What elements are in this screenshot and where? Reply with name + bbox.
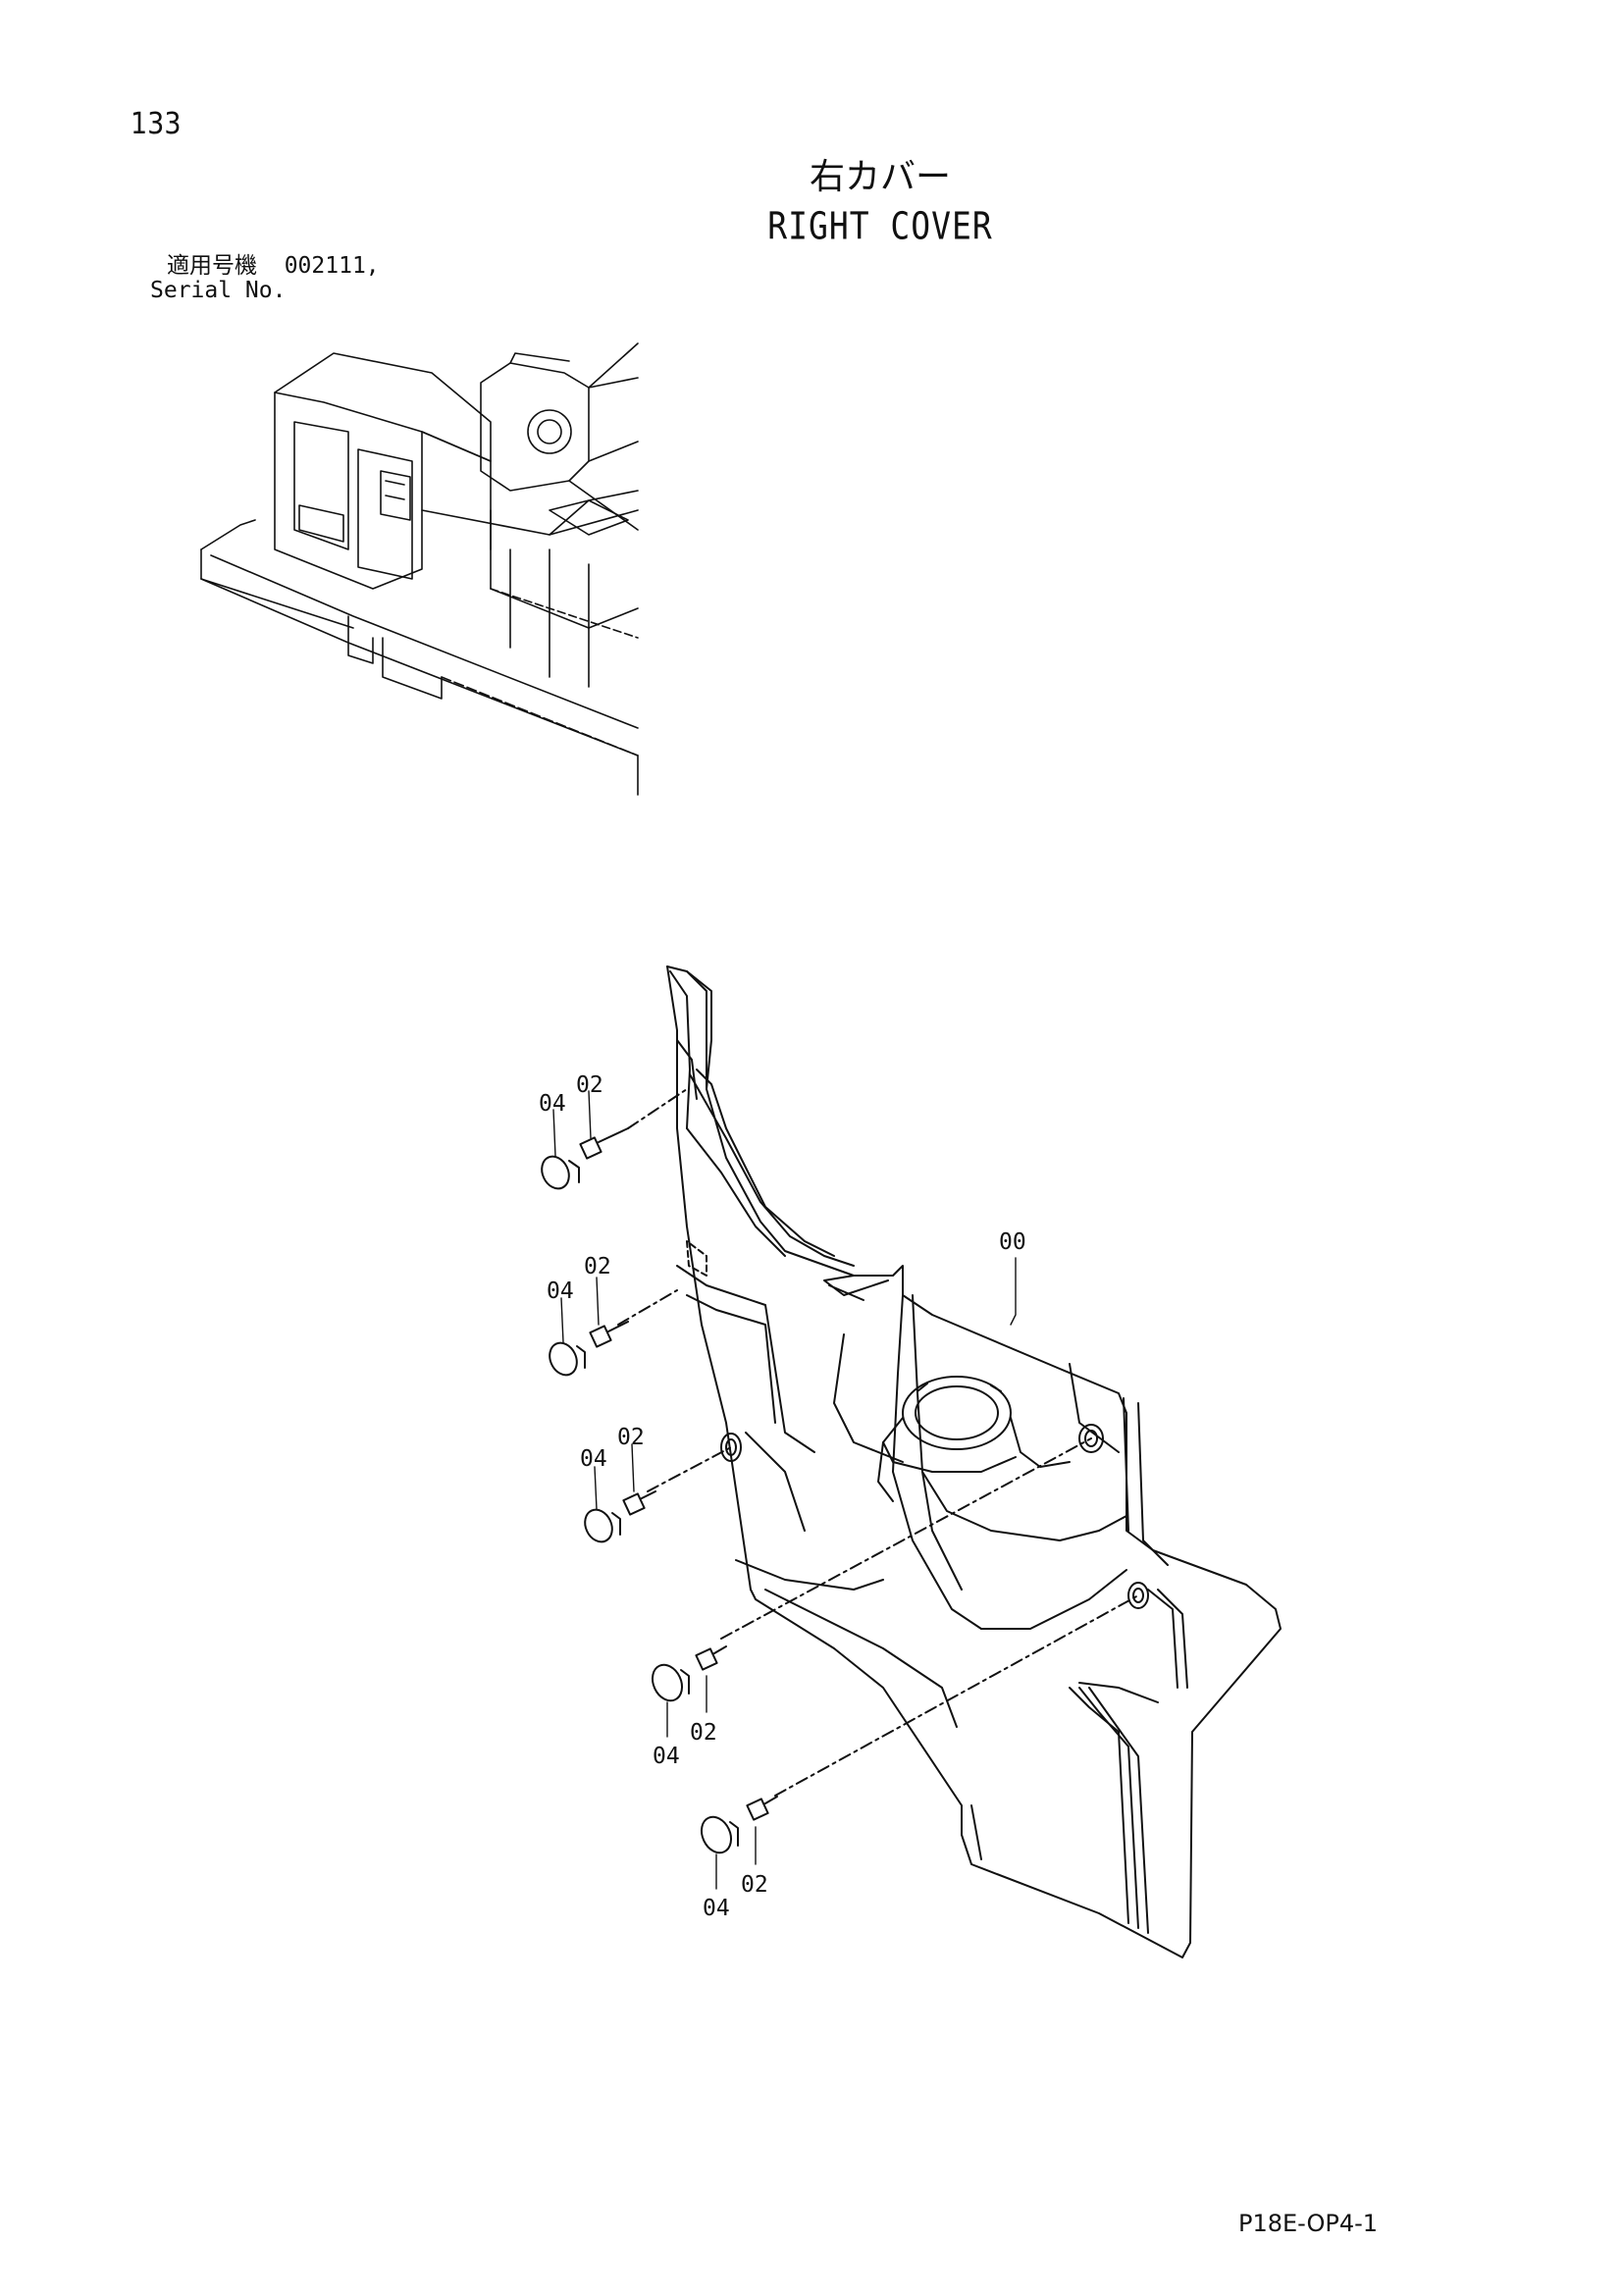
fastener-set-2 xyxy=(549,1289,678,1377)
drawing-code: P18E-OP4-1 xyxy=(1238,2210,1379,2237)
serial-value: 002111, xyxy=(284,253,380,279)
callout-04: 04 xyxy=(703,1896,730,1921)
bolt-icon xyxy=(589,1321,629,1348)
leader-lines xyxy=(552,1090,1017,1510)
serial-label-english: Serial No. xyxy=(150,278,287,303)
callout-02: 02 xyxy=(617,1425,645,1450)
fastener-set-1 xyxy=(541,1088,688,1190)
callout-00: 00 xyxy=(999,1229,1026,1255)
bolt-icon xyxy=(579,1127,629,1160)
callout-04: 04 xyxy=(539,1091,566,1117)
callout-02: 02 xyxy=(741,1872,768,1898)
callout-02: 02 xyxy=(576,1072,603,1098)
callout-02: 02 xyxy=(690,1720,717,1746)
fastener-set-3 xyxy=(584,1446,732,1543)
right-cover-part xyxy=(666,965,1282,1958)
title-japanese: 右カバー xyxy=(809,157,951,197)
machine-location-sketch xyxy=(200,342,639,796)
callout-02: 02 xyxy=(584,1254,611,1279)
page-number: 133 xyxy=(131,107,182,141)
serial-line: 適用号機 002111, xyxy=(167,255,380,278)
callout-04: 04 xyxy=(653,1744,680,1769)
bolt-icon xyxy=(746,1796,778,1821)
bolt-icon xyxy=(622,1490,656,1516)
fastener-set-5 xyxy=(700,1594,1139,1890)
bolt-icon xyxy=(695,1645,727,1671)
serial-label-japanese: 適用号機 xyxy=(167,253,257,279)
callout-labels: 04 02 04 02 04 02 00 04 02 04 02 xyxy=(539,1072,1026,1921)
fastener-set-4 xyxy=(651,1437,1092,1738)
callout-04: 04 xyxy=(547,1278,574,1304)
title-english: RIGHT COVER xyxy=(767,204,993,248)
callout-04: 04 xyxy=(580,1446,607,1472)
